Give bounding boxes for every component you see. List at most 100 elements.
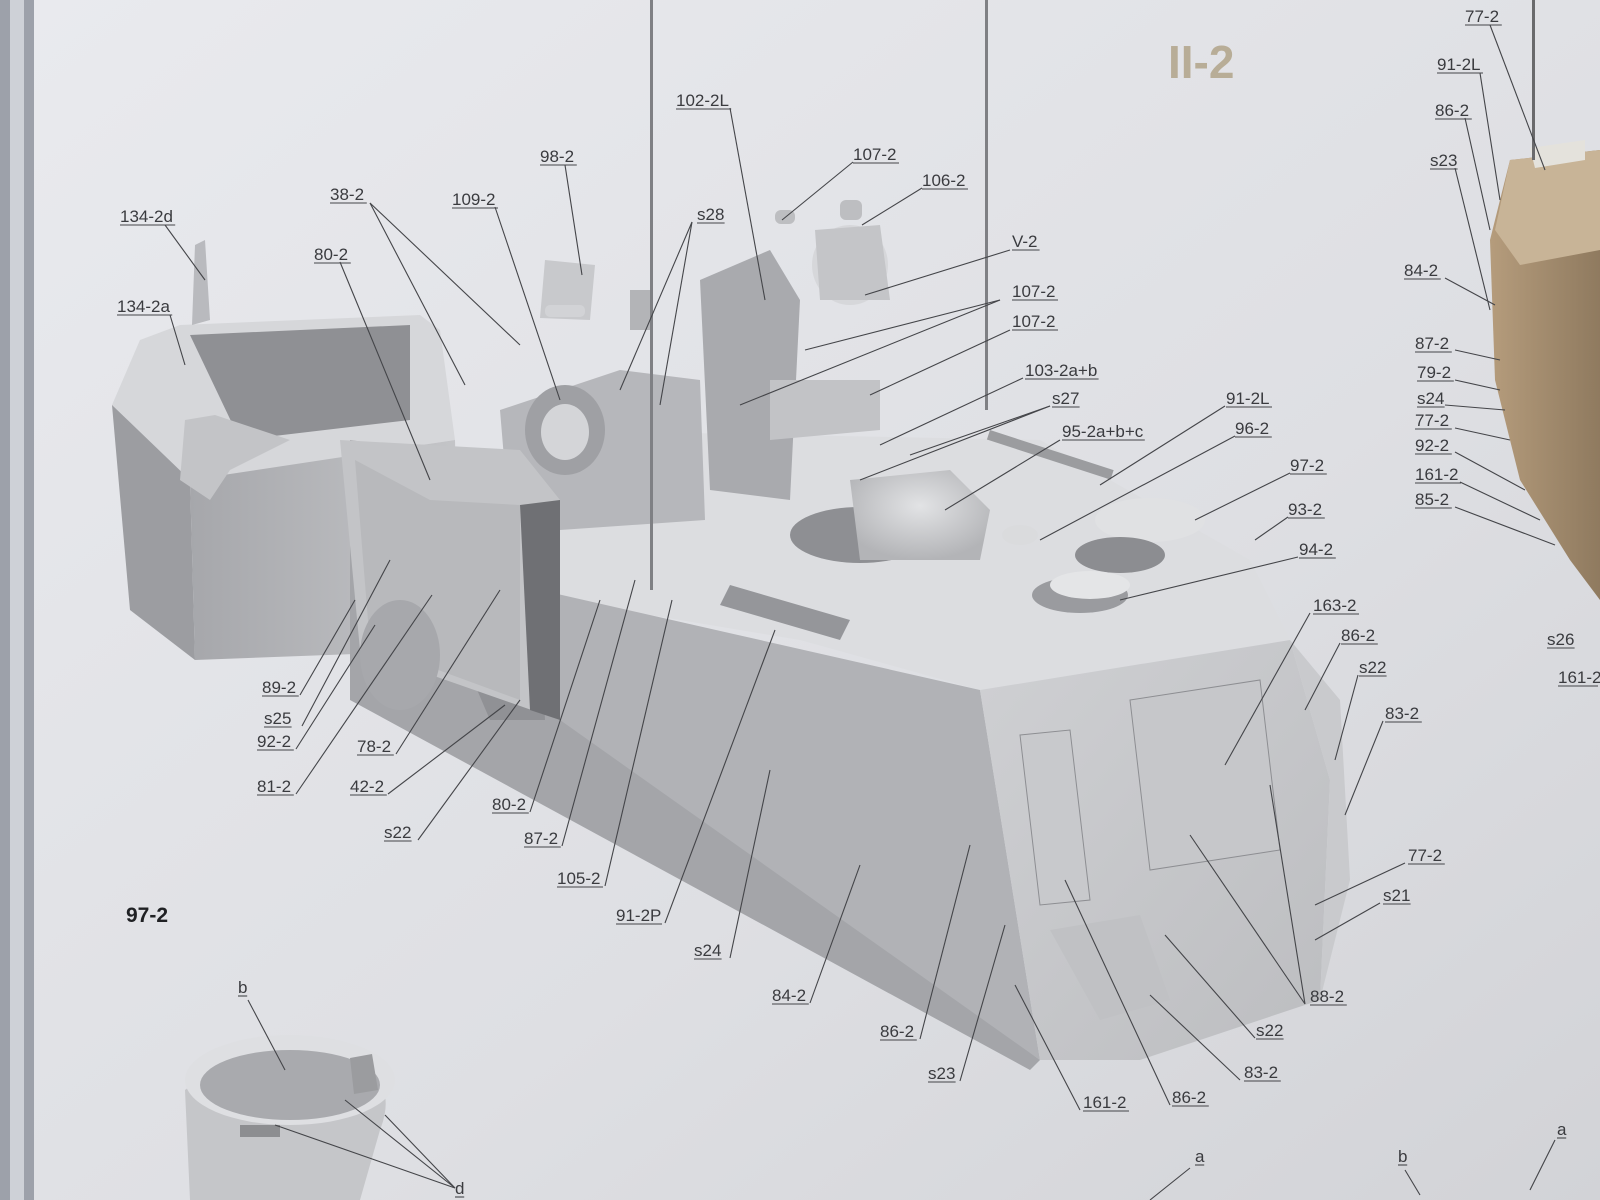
leader-line	[1459, 481, 1541, 521]
leader-line	[1444, 277, 1496, 306]
leader-line	[781, 161, 854, 221]
part-label-inset-b: b	[238, 978, 247, 997]
part-label-80-2-bottom: 80-2	[492, 795, 526, 814]
part-label-86-2-right: 86-2	[1341, 626, 1375, 645]
leader-line	[1314, 902, 1381, 941]
leader-line	[1464, 117, 1491, 231]
leader-line	[1529, 1139, 1556, 1191]
leader-line	[344, 1099, 456, 1189]
inset-hatch-97-2	[185, 1035, 395, 1200]
leader-line	[164, 224, 206, 281]
leader-line	[295, 624, 376, 750]
part-label-sp-161-2: 161-2	[1415, 465, 1458, 484]
leader-line	[1454, 451, 1526, 491]
leader-line	[417, 699, 521, 841]
leader-line	[301, 559, 391, 727]
leader-line	[529, 599, 601, 813]
part-label-88-2: 88-2	[1310, 987, 1344, 1006]
leader-line	[339, 261, 431, 481]
part-label-96-2: 96-2	[1235, 419, 1269, 438]
part-label-s22-right: s22	[1359, 658, 1386, 677]
leader-line	[1014, 984, 1081, 1111]
part-label-106-2: 106-2	[922, 171, 965, 190]
leader-line	[919, 844, 971, 1040]
leader-line	[804, 299, 1001, 351]
part-label-91-2P: 91-2P	[616, 906, 661, 925]
part-label-sp-84-2: 84-2	[1404, 261, 1438, 280]
leader-line	[739, 299, 1001, 406]
leader-line	[384, 1114, 456, 1189]
leader-line	[1454, 379, 1501, 391]
part-label-87-2: 87-2	[524, 829, 558, 848]
leader-line	[1149, 1167, 1191, 1200]
leader-line	[169, 314, 186, 366]
leader-line	[944, 439, 1061, 511]
leader-line	[1039, 435, 1236, 541]
leader-line	[1164, 934, 1256, 1039]
leader-line	[295, 594, 433, 795]
leader-line	[1314, 862, 1406, 906]
part-label-s22-lower: s22	[1256, 1021, 1283, 1040]
part-label-134-2a: 134-2a	[117, 297, 170, 316]
part-label-sp-77-2b: 77-2	[1415, 411, 1449, 430]
part-label-86-2-lower: 86-2	[1172, 1088, 1206, 1107]
leader-line	[1334, 674, 1359, 761]
part-label-103-2a+b: 103-2a+b	[1025, 361, 1097, 380]
sheet-title: II-2	[1168, 36, 1234, 88]
part-label-corner-a: a	[1195, 1147, 1205, 1166]
leader-line	[809, 864, 861, 1004]
part-label-sp-s24: s24	[1417, 389, 1444, 408]
part-label-corner-a2: a	[1557, 1120, 1567, 1139]
leader-line	[299, 599, 356, 696]
leader-line	[1454, 506, 1556, 546]
leader-line	[1454, 167, 1491, 311]
part-label-corner-b: b	[1398, 1147, 1407, 1166]
leader-line	[861, 187, 923, 226]
leader-line	[729, 769, 771, 959]
hull-model	[112, 0, 1350, 1070]
leader-line	[494, 206, 561, 401]
leader-line	[1404, 1169, 1421, 1196]
leader-line	[274, 1124, 456, 1189]
leader-line	[729, 107, 766, 301]
leader-line	[387, 704, 506, 795]
part-label-s28: s28	[697, 205, 724, 224]
leader-line	[859, 405, 1051, 481]
leader-line	[1149, 994, 1241, 1081]
leader-line	[864, 249, 1011, 296]
part-label-s21: s21	[1383, 886, 1410, 905]
part-label-89-2: 89-2	[262, 678, 296, 697]
part-label-93-2: 93-2	[1288, 500, 1322, 519]
part-label-107-2-a: 107-2	[853, 145, 896, 164]
part-label-sp-86-2: 86-2	[1435, 101, 1469, 120]
leader-line	[369, 202, 466, 386]
part-label-sp-92-2: 92-2	[1415, 436, 1449, 455]
part-label-s23: s23	[928, 1064, 955, 1083]
part-label-97-2: 97-2	[1290, 456, 1324, 475]
part-label-105-2: 105-2	[557, 869, 600, 888]
part-label-81-2: 81-2	[257, 777, 291, 796]
leader-line	[869, 329, 1011, 396]
part-label-inset-d: d	[455, 1179, 464, 1198]
part-label-s27: s27	[1052, 389, 1079, 408]
leader-line	[1189, 834, 1306, 1005]
part-label-91-2L: 91-2L	[1226, 389, 1269, 408]
leader-line	[561, 579, 636, 847]
leader-line	[1444, 404, 1506, 411]
part-label-sp-79-2: 79-2	[1417, 363, 1451, 382]
part-label-s22-left: s22	[384, 823, 411, 842]
part-label-163-2: 163-2	[1313, 596, 1356, 615]
leader-line	[369, 202, 521, 346]
part-label-sp-s23: s23	[1430, 151, 1457, 170]
leader-line	[564, 164, 583, 276]
part-label-86-2-bottom: 86-2	[880, 1022, 914, 1041]
leader-line	[395, 589, 501, 755]
part-label-38-2: 38-2	[330, 185, 364, 204]
part-label-42-2: 42-2	[350, 777, 384, 796]
leader-line	[1254, 516, 1289, 541]
part-label-92-2: 92-2	[257, 732, 291, 751]
part-label-94-2: 94-2	[1299, 540, 1333, 559]
part-label-107-2-b: 107-2	[1012, 282, 1055, 301]
